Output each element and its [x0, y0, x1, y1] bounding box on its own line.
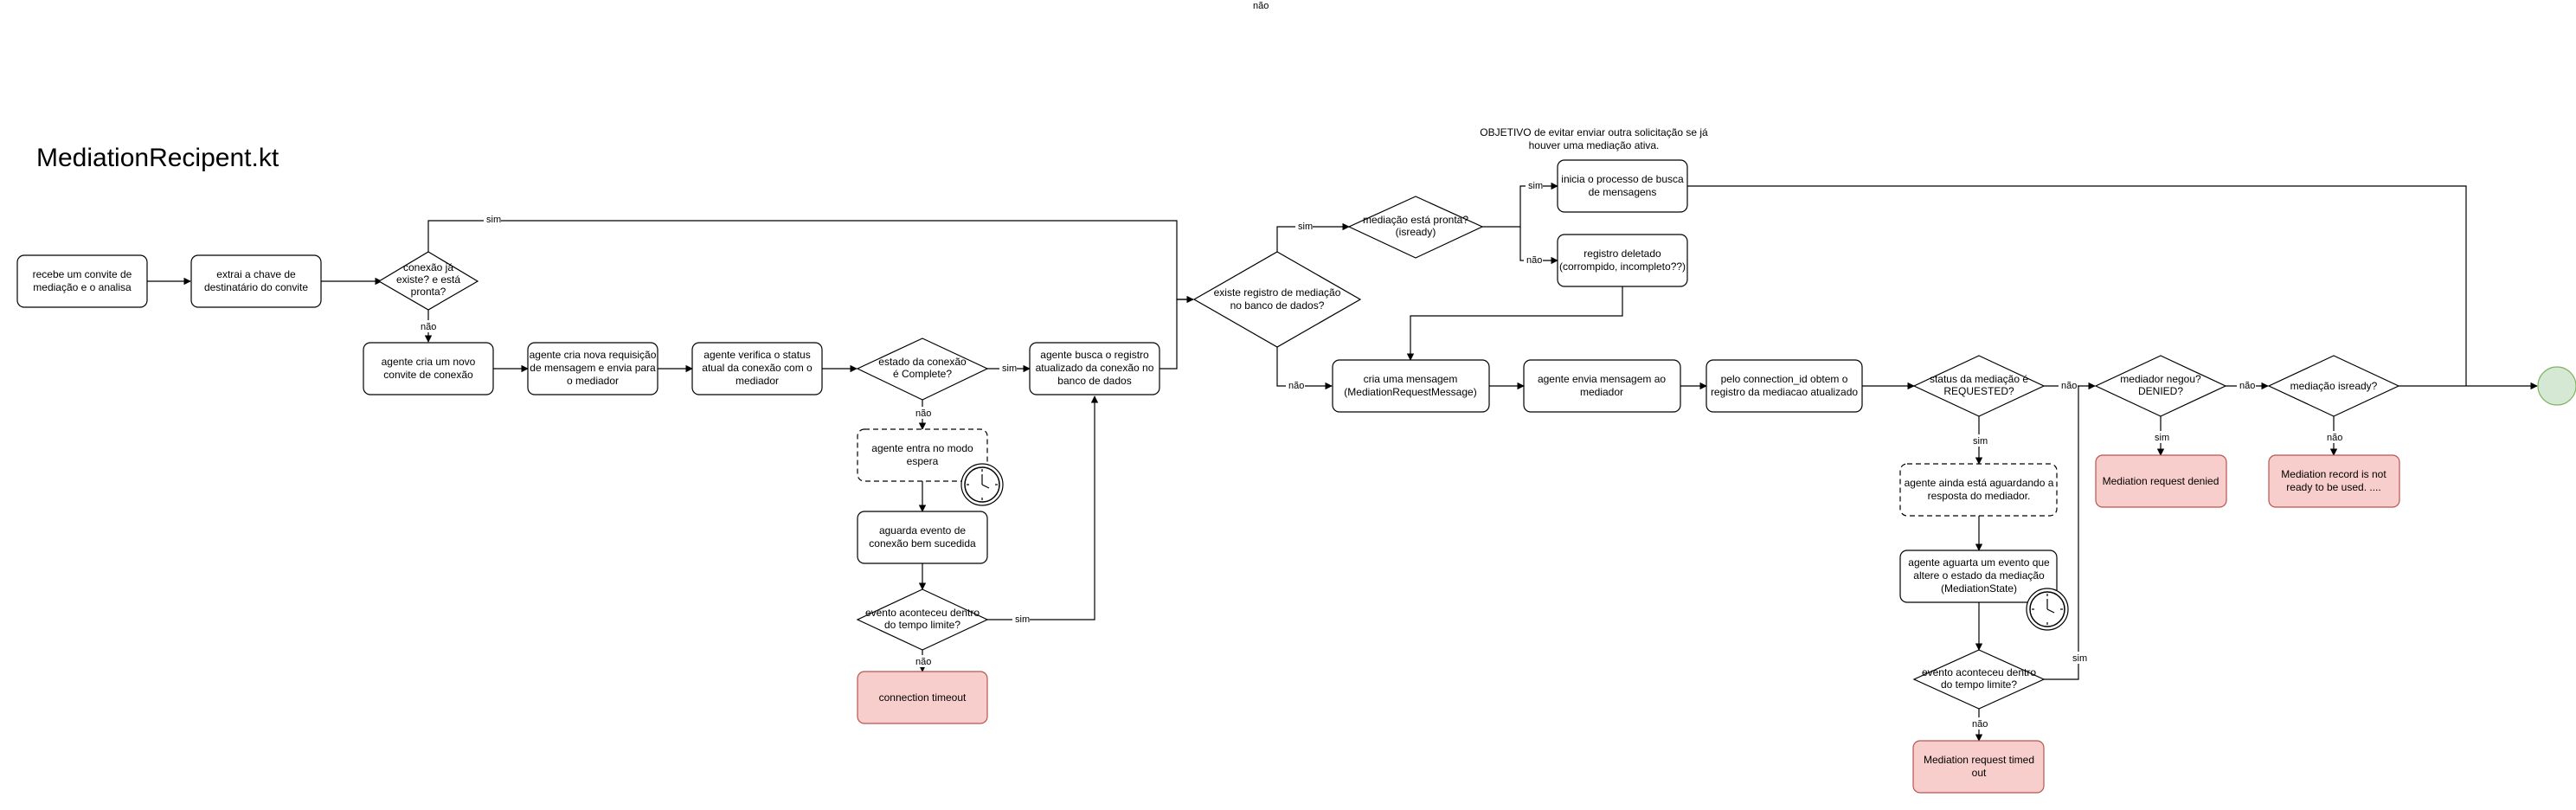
edge-d4-n11: [1276, 347, 1333, 390]
edge-d4-d5: [1276, 222, 1350, 252]
note-line-1: OBJETIVO de evitar enviar outra solicita…: [1480, 126, 1708, 138]
clock-icon: [960, 463, 1004, 506]
node-n11[interactable]: [1332, 359, 1490, 413]
label-d2-nao: não: [915, 408, 931, 419]
node-d1[interactable]: [377, 251, 479, 311]
node-n9[interactable]: [1557, 159, 1688, 213]
n11-label: cria uma mensagem(MediationRequestMessag…: [1344, 373, 1476, 398]
d5-label: mediação está pronta?(isready): [1363, 214, 1468, 238]
node-d6[interactable]: [1912, 355, 2046, 417]
node-end[interactable]: [2537, 366, 2576, 406]
edge-n10-n11: [1406, 286, 1623, 361]
edge-d7-d8: [2044, 386, 2079, 680]
label-d8-sim: sim: [2155, 433, 2169, 443]
label-d7-nao: não: [1972, 719, 1988, 730]
node-n13[interactable]: [1706, 359, 1863, 413]
d9-label: mediação isready?: [2290, 380, 2378, 392]
node-d9[interactable]: [2267, 355, 2400, 417]
node-n1[interactable]: [16, 254, 148, 308]
label-d4-nao: não: [1288, 381, 1304, 391]
node-n6[interactable]: [857, 428, 988, 482]
d8-label: mediador negou?DENIED?: [2120, 373, 2201, 397]
label-d5-nao: não: [1526, 255, 1542, 266]
label-d7-sim: sim: [2072, 653, 2087, 664]
node-e4[interactable]: [2268, 454, 2400, 508]
node-n12[interactable]: [1523, 359, 1681, 413]
node-d5[interactable]: [1347, 196, 1484, 259]
node-d7[interactable]: [1912, 649, 2046, 710]
node-n2[interactable]: [190, 254, 322, 308]
label-d2-sim: sim: [1002, 363, 1017, 374]
node-e3[interactable]: [2095, 454, 2227, 508]
label-d3-nao: não: [915, 657, 931, 667]
edge-d3-n8: [987, 395, 1099, 620]
edge-n8-d4: [1160, 299, 1193, 370]
clock-icon: [2026, 588, 2069, 631]
node-n5[interactable]: [691, 342, 823, 395]
node-d4[interactable]: [1192, 251, 1362, 348]
node-d2[interactable]: [856, 338, 989, 401]
edge-d1-top-sim: [427, 220, 1194, 304]
node-d8[interactable]: [2094, 355, 2227, 417]
node-n10[interactable]: [1557, 234, 1688, 287]
e1-label: connection timeout: [879, 691, 967, 704]
e3-label: Mediation request denied: [2103, 475, 2219, 487]
edge-n9-end: [1687, 185, 2467, 386]
label-d6-nao: não: [2061, 381, 2077, 391]
label-d4-sim: sim: [1298, 222, 1313, 232]
node-n7[interactable]: [857, 511, 988, 564]
edges: [147, 182, 2538, 742]
label-d1-nao: não: [421, 322, 436, 332]
label-d6-sim: sim: [1973, 436, 1988, 447]
note-line-2: houver uma mediação ativa.: [1529, 139, 1660, 151]
label-d1-sim: sim: [486, 215, 501, 225]
node-n15[interactable]: [1899, 550, 2058, 603]
label-d8-nao: não: [2239, 381, 2255, 391]
node-e2[interactable]: [1912, 740, 2045, 794]
node-n4[interactable]: [527, 342, 658, 395]
edge-d5-n9: [1482, 182, 1558, 228]
label-d9-nao: não: [2327, 433, 2342, 443]
n10-label: registro deletado(corrompido, incompleto…: [1559, 248, 1686, 273]
top-nao-label: não: [1253, 1, 1269, 11]
edge-labels: sim não sim não sim não sim não sim não …: [418, 179, 2343, 730]
node-d3[interactable]: [856, 588, 989, 651]
node-n8[interactable]: [1029, 342, 1160, 395]
edge-d5-n10: [1519, 227, 1558, 265]
label-d3-sim: sim: [1015, 614, 1030, 625]
node-n14[interactable]: [1899, 463, 2058, 517]
label-d5-sim: sim: [1528, 181, 1543, 191]
node-n3[interactable]: [363, 342, 494, 395]
diagram-title: MediationRecipent.kt: [36, 144, 279, 172]
node-e1[interactable]: [857, 671, 988, 724]
nodes: [16, 159, 2576, 794]
